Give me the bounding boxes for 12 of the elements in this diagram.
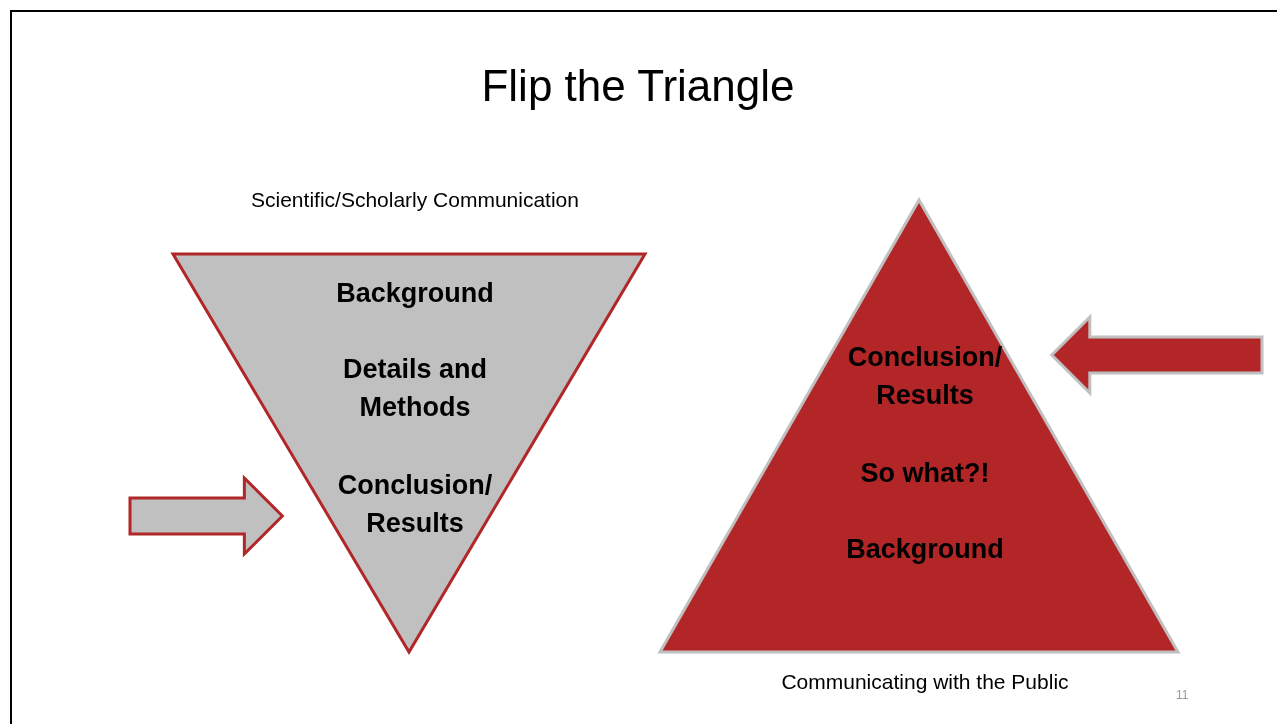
section-label: Conclusion/ Results xyxy=(336,469,494,540)
section-label: Conclusion/ Results xyxy=(846,341,1004,412)
page-number: 11 xyxy=(1176,688,1189,702)
section-label: So what?! xyxy=(859,457,991,490)
section-label: Background xyxy=(845,533,1005,566)
triangle-caption: Scientific/Scholarly Communication xyxy=(250,188,580,212)
block-arrow xyxy=(1049,313,1264,397)
section-label: Details and Methods xyxy=(341,353,488,424)
triangle-caption: Communicating with the Public xyxy=(780,670,1070,694)
slide-title: Flip the Triangle xyxy=(480,60,796,112)
section-label: Background xyxy=(335,277,495,310)
block-arrow xyxy=(128,474,285,558)
